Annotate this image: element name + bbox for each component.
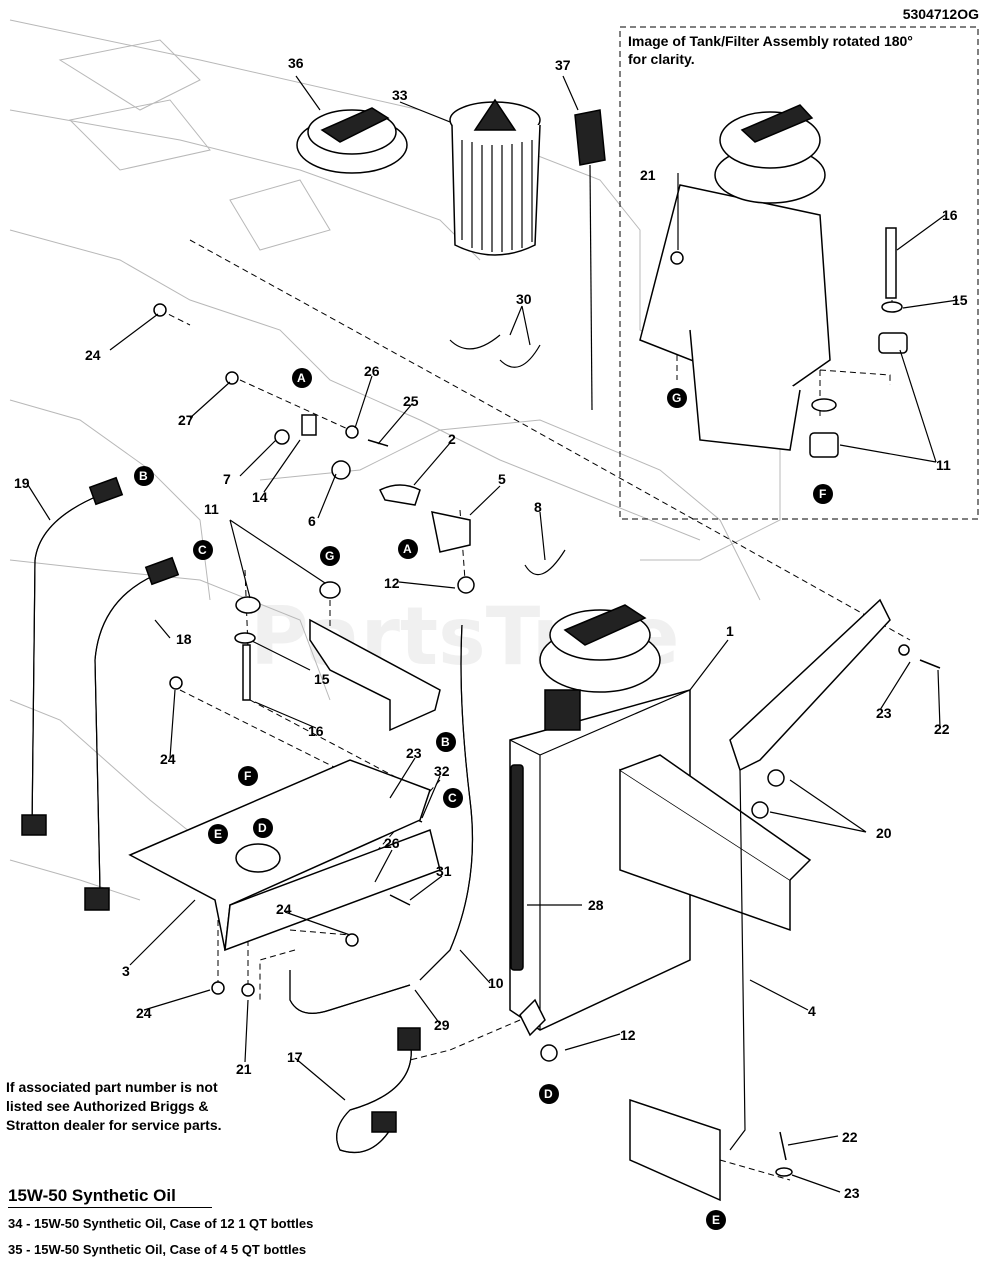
callout-24: 24 [136, 1005, 152, 1021]
marker-B [436, 732, 456, 752]
dealer-note: If associated part number is not listed … [6, 1079, 222, 1133]
callout-26: 26 [384, 835, 400, 851]
callout-15: 15 [314, 671, 330, 687]
hose-part-10 [419, 624, 474, 981]
cap-part-36 [296, 107, 408, 174]
callout-2: 2 [448, 431, 456, 447]
callout-15: 15 [952, 292, 968, 308]
svg-text:D: D [544, 1087, 553, 1101]
oil-item-35: 35 - 15W-50 Synthetic Oil, Case of 4 5 Q… [8, 1242, 307, 1257]
callout-7: 7 [223, 471, 231, 487]
callout-11: 11 [936, 457, 951, 473]
callout-26: 26 [364, 363, 380, 379]
callout-1: 1 [726, 623, 734, 639]
callout-31: 31 [436, 863, 452, 879]
callout-37: 37 [555, 57, 571, 73]
drawing-number: 5304712OG [902, 6, 979, 22]
frame-background [9, 19, 781, 901]
svg-text:B: B [139, 469, 148, 483]
leader-lines [27, 75, 959, 1193]
callout-22: 22 [842, 1129, 858, 1145]
marker-E [706, 1210, 726, 1230]
callout-10: 10 [488, 975, 504, 991]
callout-16: 16 [942, 207, 958, 223]
hose-part-18 [84, 556, 180, 911]
callout-12: 12 [384, 575, 400, 591]
callout-24: 24 [85, 347, 101, 363]
marker-F [813, 484, 833, 504]
svg-text:A: A [297, 371, 306, 385]
callout-27: 27 [178, 412, 194, 428]
callout-22: 22 [934, 721, 950, 737]
marker-C [443, 788, 463, 808]
bracket-part-4 [619, 598, 891, 1202]
svg-text:G: G [325, 549, 334, 563]
filter-part-33 [449, 98, 541, 256]
callout-5: 5 [498, 471, 506, 487]
callout-33: 33 [392, 87, 408, 103]
hose-part-29 [289, 970, 411, 1014]
marker-G [667, 388, 687, 408]
inset-box [619, 26, 979, 520]
callout-21: 21 [640, 167, 656, 183]
callout-23: 23 [844, 1185, 860, 1201]
callout-12: 12 [620, 1027, 636, 1043]
inset-caption: Image of Tank/Filter Assembly rotated 18… [628, 33, 913, 67]
callout-17: 17 [287, 1049, 303, 1065]
inset-tank [639, 104, 908, 458]
marker-D [253, 818, 273, 838]
svg-text:D: D [258, 821, 267, 835]
clips-part-30 [449, 334, 541, 368]
svg-text:F: F [819, 487, 826, 501]
callout-18: 18 [176, 631, 192, 647]
callout-6: 6 [308, 513, 316, 529]
callout-11: 11 [204, 501, 219, 517]
callout-36: 36 [288, 55, 304, 71]
svg-text:A: A [403, 542, 412, 556]
oil-section-title: 15W-50 Synthetic Oil [8, 1186, 176, 1205]
callout-23: 23 [876, 705, 892, 721]
svg-text:G: G [672, 391, 681, 405]
callout-8: 8 [534, 499, 542, 515]
callout-4: 4 [808, 1003, 816, 1019]
svg-text:E: E [214, 827, 222, 841]
svg-text:E: E [712, 1213, 720, 1227]
callout-16: 16 [308, 723, 324, 739]
callout-29: 29 [434, 1017, 450, 1033]
callout-labels: 36 33 37 30 24 27 26 25 2 7 14 6 5 8 19 … [14, 55, 968, 1201]
callout-28: 28 [588, 897, 604, 913]
svg-text:C: C [448, 791, 457, 805]
hose-part-17 [336, 1027, 421, 1154]
reference-markers: A B C G A B C F E D D E G F [134, 368, 833, 1230]
callout-19: 19 [14, 475, 30, 491]
callout-24: 24 [276, 901, 292, 917]
marker-F [238, 766, 258, 786]
marker-C [193, 540, 213, 560]
marker-D [539, 1084, 559, 1104]
callout-25: 25 [403, 393, 419, 409]
callout-20: 20 [876, 825, 892, 841]
svg-text:B: B [441, 735, 450, 749]
hose-part-19 [21, 476, 124, 836]
marker-E [208, 824, 228, 844]
marker-A [398, 539, 418, 559]
marker-A [292, 368, 312, 388]
dipstick-part-37 [574, 109, 606, 411]
callout-21: 21 [236, 1061, 252, 1077]
spring-part-28 [510, 764, 524, 971]
oil-title-underline [8, 1207, 212, 1208]
callout-3: 3 [122, 963, 130, 979]
marker-B [134, 466, 154, 486]
hardware-group [153, 303, 941, 1177]
callout-14: 14 [252, 489, 268, 505]
callout-30: 30 [516, 291, 532, 307]
callout-24: 24 [160, 751, 176, 767]
callout-32: 32 [434, 763, 450, 779]
svg-text:F: F [244, 769, 251, 783]
svg-text:C: C [198, 543, 207, 557]
oil-item-34: 34 - 15W-50 Synthetic Oil, Case of 12 1 … [8, 1216, 314, 1231]
callout-23: 23 [406, 745, 422, 761]
marker-G [320, 546, 340, 566]
